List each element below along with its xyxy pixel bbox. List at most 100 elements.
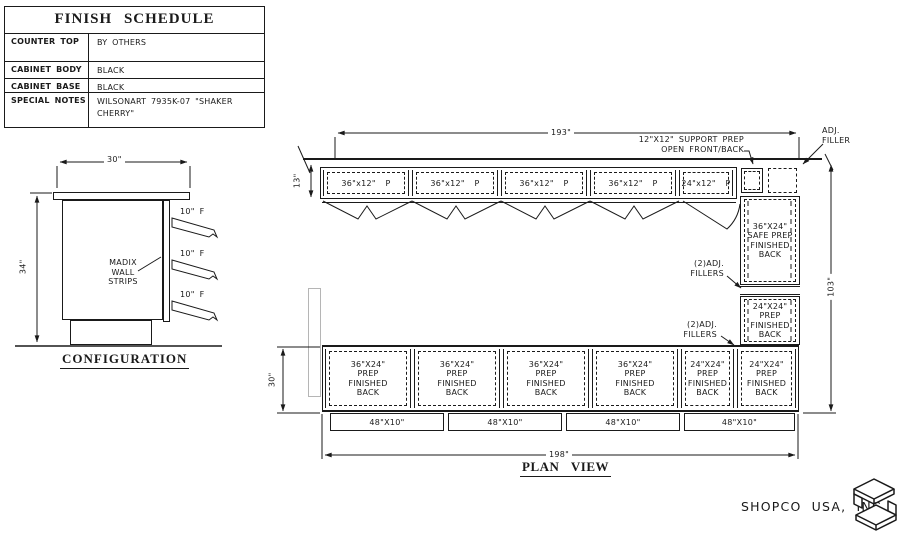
shelf-48x10: 48"X10" <box>330 413 444 431</box>
finish-schedule-table: FINISH SCHEDULE COUNTER TOP BY OTHERS CA… <box>4 6 265 128</box>
door-swing-arc <box>682 200 741 230</box>
shelf-bracket <box>171 217 219 239</box>
shelf-bracket <box>171 259 219 281</box>
shelf-48x10: 48"X10" <box>448 413 562 431</box>
shelf-label: 48"X10" <box>721 417 758 427</box>
lower-cabinet: 36"X24" PREP FINISHED BACK <box>503 349 589 408</box>
shelf-bracket <box>171 300 219 322</box>
upper-cabinet: 24"x12" P <box>679 170 733 196</box>
adj-filler-note: ADJ. FILLER <box>822 126 851 145</box>
adj-fillers-note-upper: (2)ADJ. FILLERS <box>690 259 724 278</box>
adj-filler-leader <box>802 143 824 165</box>
lower-cabinet: 24"X24" PREP FINISHED BACK <box>681 349 734 408</box>
row-label: CABINET BODY <box>5 62 89 78</box>
adj-fillers-leader-lower <box>720 335 735 346</box>
cabinet-label: 36"X24" PREP FINISHED BACK <box>348 359 388 397</box>
cabinet-label: 36"X24" PREP FINISHED BACK <box>526 359 566 397</box>
upper-cabinet: 36"x12" P <box>501 170 587 196</box>
cabinet-body <box>62 200 163 320</box>
shelf-label: 10" F <box>180 207 205 216</box>
cabinet-label: 36"X24" PREP FINISHED BACK <box>437 359 477 397</box>
filler-junction <box>740 286 800 295</box>
door-swing <box>500 200 591 220</box>
row-label: COUNTER TOP <box>5 34 89 61</box>
row-value: BY OTHERS <box>97 38 147 47</box>
right-cabinet-prep: 24"X24" PREP FINISHED BACK <box>740 296 800 345</box>
dim-103: 103" <box>826 273 836 300</box>
lower-cabinet-run <box>322 345 799 412</box>
table-row: COUNTER TOP BY OTHERS <box>5 34 264 62</box>
row-label: CABINET BASE <box>5 79 89 92</box>
lower-cabinet: 36"X24" PREP FINISHED BACK <box>414 349 500 408</box>
dim-30: 30" <box>104 155 125 165</box>
lower-cabinet: 36"X24" PREP FINISHED BACK <box>325 349 411 408</box>
shelf-dashed-outline <box>594 172 672 194</box>
shelf-dashed-outline <box>418 351 496 406</box>
configuration-title: CONFIGURATION <box>60 351 190 369</box>
shelf-dashed-outline <box>685 351 730 406</box>
cabinet-label: 24"x12" P <box>681 178 731 188</box>
support-prep-box <box>741 168 763 193</box>
cabinet-label: 36"x12" P <box>430 178 480 188</box>
shelf-dashed-outline <box>683 172 729 194</box>
table-row: SPECIAL NOTES WILSONART 7935K-07 "SHAKER… <box>5 93 264 127</box>
row-value: BLACK <box>97 83 125 92</box>
cabinet-label: 36"X24" SAFE PREP FINISHED BACK <box>747 221 793 259</box>
company-name: SHOPCO USA, INC. <box>741 499 888 514</box>
dim-34: 34" <box>18 259 28 275</box>
cabinet-label: 36"x12" P <box>608 178 658 188</box>
shelf-dashed-outline <box>327 172 405 194</box>
shelf-label: 10" F <box>180 249 205 258</box>
table-row: CABINET BODY BLACK <box>5 62 264 79</box>
cabinet-label: 36"x12" P <box>519 178 569 188</box>
open-front-back-dashes <box>744 171 760 190</box>
door-swing <box>589 200 680 220</box>
table-row: CABINET BASE BLACK <box>5 79 264 93</box>
door-swing <box>322 200 413 220</box>
dim-30-plan: 30" <box>267 372 277 388</box>
upper-cabinet: 36"x12" P <box>412 170 498 196</box>
existing-column-outline <box>308 288 321 397</box>
shelf-dashed-outline <box>744 299 796 342</box>
upper-cabinet-run <box>320 167 737 199</box>
shelf-dashed-outline <box>329 351 407 406</box>
lower-cabinet: 24"X24" PREP FINISHED BACK <box>737 349 796 408</box>
upper-cabinet: 36"x12" P <box>590 170 676 196</box>
shelf-label: 48"X10" <box>605 417 641 427</box>
row-value: WILSONART 7935K-07 "SHAKER CHERRY" <box>97 97 233 118</box>
finish-schedule-title: FINISH SCHEDULE <box>5 7 264 34</box>
adj-filler-zone <box>768 168 797 193</box>
dim-193: 193" <box>548 128 575 138</box>
right-cabinet-safe-prep: 36"X24" SAFE PREP FINISHED BACK <box>740 196 800 285</box>
shelf-dashed-outline <box>744 199 796 282</box>
adj-fillers-note-lower: (2)ADJ. FILLERS <box>683 320 717 339</box>
support-prep-leader <box>744 150 754 165</box>
cabinet-label: 36"X24" PREP FINISHED BACK <box>615 359 655 397</box>
door-swing <box>411 200 502 220</box>
wall-strips-note: MADIX WALL STRIPS <box>108 258 138 287</box>
shelf-dashed-outline <box>507 351 585 406</box>
cabinet-label: 24"X24" PREP FINISHED BACK <box>750 301 790 339</box>
lower-cabinet: 36"X24" PREP FINISHED BACK <box>592 349 678 408</box>
upper-cabinet: 36"x12" P <box>323 170 409 196</box>
support-prep-note: 12"X12" SUPPORT PREP OPEN FRONT/BACK <box>638 135 744 154</box>
shelf-dashed-outline <box>416 172 494 194</box>
wall-strip <box>163 200 170 322</box>
adj-fillers-leader-upper <box>726 275 742 289</box>
cabinet-label: 36"x12" P <box>341 178 391 188</box>
dim-13: 13" <box>292 173 302 189</box>
cabinet-label: 24"X24" PREP FINISHED BACK <box>746 359 787 397</box>
shelf-label: 48"X10" <box>369 417 405 427</box>
shelf-label: 48"X10" <box>487 417 523 427</box>
plan-view-title: PLAN VIEW <box>520 459 612 477</box>
cabinet-label: 24"X24" PREP FINISHED BACK <box>687 359 728 397</box>
shelf-label: 10" F <box>180 290 205 299</box>
shelf-dashed-outline <box>741 351 792 406</box>
shelf-dashed-outline <box>596 351 674 406</box>
row-value: BLACK <box>97 66 125 75</box>
shelf-48x10: 48"X10" <box>684 413 795 431</box>
shelf-dashed-outline <box>505 172 583 194</box>
counter-top <box>53 192 190 200</box>
shelf-48x10: 48"X10" <box>566 413 680 431</box>
